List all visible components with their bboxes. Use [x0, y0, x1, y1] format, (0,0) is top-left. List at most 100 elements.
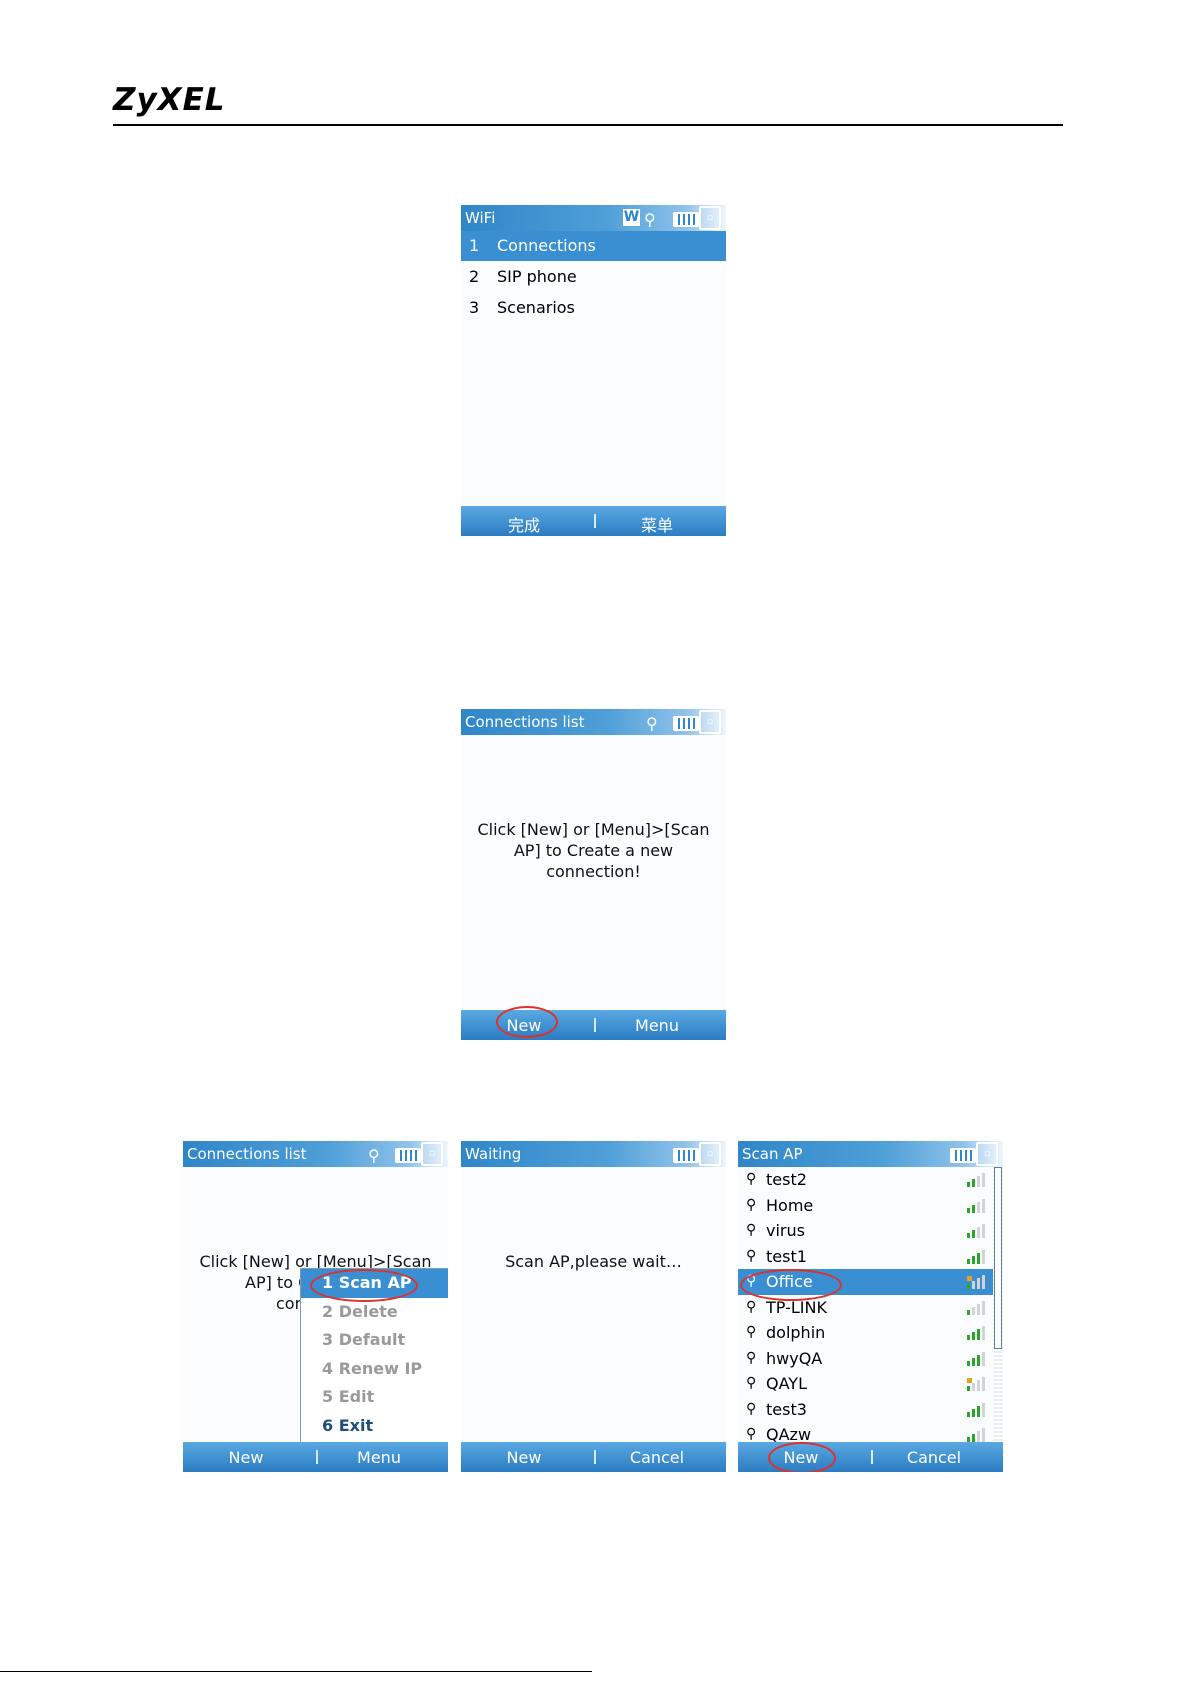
battery-icon [950, 1148, 976, 1163]
list-item[interactable]: ⚲ test1 [738, 1244, 993, 1270]
screen-title: Connections list [465, 713, 585, 731]
battery-icon [673, 1148, 699, 1163]
title-bar: Waiting ▫ [461, 1141, 726, 1167]
ap-name: dolphin [766, 1323, 826, 1342]
locked-signal-icon [967, 1275, 987, 1289]
screen-title: Connections list [187, 1145, 307, 1163]
softkey-menu[interactable]: 菜单 [640, 516, 673, 535]
softkey-bar: New Cancel [461, 1442, 726, 1472]
header-rule [113, 124, 1063, 126]
softkey-bar: 完成 菜单 [461, 506, 726, 536]
ap-network-icon: ⚲ [746, 1247, 757, 1264]
ap-network-icon: ⚲ [746, 1171, 757, 1187]
access-point-list: ⚲test2⚲Home⚲virus⚲test1⚲Office⚲TP-LINK⚲d… [738, 1167, 1003, 1442]
softkey-separator [315, 1450, 318, 1464]
ap-network-icon: ⚲ [746, 1298, 757, 1315]
battery-icon [395, 1148, 421, 1163]
menu-item-sip-phone[interactable]: 2 SIP phone [469, 267, 577, 286]
signal-strength-icon [967, 1173, 987, 1187]
screen-connections-list: Connections list ⚲ ▫ Click [New] or [Men… [461, 709, 726, 1040]
title-bar: Connections list ⚲ ▫ [461, 709, 726, 735]
sim-icon: ▫ [976, 1142, 998, 1166]
signal-strength-icon [967, 1402, 987, 1417]
highlight-ring-new [768, 1442, 836, 1472]
list-item[interactable]: ⚲TP-LINK [738, 1295, 993, 1321]
list-item[interactable]: ⚲ hwyQA [738, 1346, 993, 1372]
locked-signal-icon [967, 1377, 987, 1391]
antenna-icon: ⚲ [368, 1146, 380, 1165]
ap-name: test1 [766, 1246, 807, 1266]
softkey-separator [593, 514, 596, 528]
screen-scan-ap: Scan AP ▫ ⚲test2⚲Home⚲virus⚲test1⚲Office… [738, 1141, 1003, 1472]
ap-name: QAYL [766, 1374, 807, 1393]
list-item[interactable]: ⚲ dolphin [738, 1320, 993, 1346]
softkey-cancel[interactable]: Cancel [906, 1448, 962, 1467]
screen-title: Waiting [465, 1145, 522, 1163]
list-item[interactable]: ⚲ QAYL [738, 1371, 993, 1397]
ap-network-icon: ⚲ [746, 1196, 757, 1213]
softkey-bar: New Menu [183, 1442, 448, 1472]
signal-strength-icon [967, 1326, 987, 1340]
menu-item-delete: 2 Delete [322, 1301, 398, 1321]
menu-item-renew-ip: 4 Renew IP [322, 1358, 423, 1378]
highlight-ring-office [740, 1269, 842, 1301]
ap-name: test3 [766, 1399, 807, 1419]
ap-name: test2 [766, 1170, 807, 1189]
title-bar: Scan AP ▫ [738, 1141, 1003, 1167]
softkey-separator [593, 1018, 596, 1032]
ap-network-icon: ⚲ [746, 1426, 757, 1442]
zyxel-logo: ZyXEL [113, 82, 226, 118]
scrollbar-thumb[interactable] [994, 1167, 1002, 1349]
highlight-ring-new [496, 1006, 558, 1038]
wifi-w-icon: W [623, 209, 640, 226]
antenna-icon: ⚲ [646, 714, 658, 733]
ap-name: hwyQA [766, 1348, 823, 1368]
list-item[interactable]: ⚲ test2 [738, 1167, 993, 1193]
list-item[interactable]: ⚲ QAzw [738, 1422, 993, 1442]
ap-name: QAzw [766, 1425, 812, 1442]
screen-waiting: Waiting ▫ Scan AP,please wait… New Cance… [461, 1141, 726, 1472]
list-item[interactable]: ⚲virus [738, 1218, 993, 1244]
softkey-separator [870, 1450, 873, 1464]
highlight-ring-scan-ap [310, 1269, 418, 1302]
list-item[interactable]: ⚲ test3 [738, 1397, 993, 1423]
softkey-menu[interactable]: Menu [635, 1016, 679, 1035]
ap-network-icon: ⚲ [746, 1222, 757, 1238]
softkey-cancel[interactable]: Cancel [629, 1448, 685, 1467]
signal-strength-icon [967, 1198, 987, 1213]
sim-icon: ▫ [421, 1142, 443, 1166]
sim-icon: ▫ [699, 1142, 721, 1166]
softkey-menu[interactable]: Menu [357, 1448, 401, 1467]
signal-strength-icon [967, 1224, 987, 1238]
softkey-separator [593, 1450, 596, 1464]
footer-rule [0, 1671, 592, 1672]
screen-title: Scan AP [742, 1145, 803, 1163]
screen-wifi-menu: WiFi W ⚲ ▫ 1 Connections 2 SIP phone 3 S… [461, 205, 726, 536]
signal-strength-icon [967, 1351, 987, 1366]
ap-network-icon: ⚲ [746, 1349, 757, 1366]
signal-strength-icon [967, 1249, 987, 1264]
ap-network-icon: ⚲ [746, 1375, 757, 1391]
ap-network-icon: ⚲ [746, 1400, 757, 1417]
signal-strength-icon [967, 1428, 987, 1442]
battery-icon [673, 716, 699, 731]
softkey-new[interactable]: New [506, 1448, 542, 1467]
menu-item-default: 3 Default [322, 1330, 406, 1349]
battery-icon [673, 212, 699, 227]
softkey-new[interactable]: New [228, 1448, 264, 1467]
sim-icon: ▫ [699, 710, 721, 734]
menu-item-exit[interactable]: 6 Exit [322, 1415, 374, 1435]
list-item[interactable]: ⚲Home [738, 1193, 993, 1219]
scrollbar[interactable] [993, 1167, 1003, 1442]
sim-icon: ▫ [699, 206, 721, 230]
waiting-message: Scan AP,please wait… [505, 1252, 682, 1271]
menu-item-connections[interactable]: 1 Connections [461, 231, 726, 261]
title-bar: Connections list ⚲ ▫ [183, 1141, 448, 1167]
menu-item-scenarios[interactable]: 3 Scenarios [469, 298, 575, 317]
signal-strength-icon [967, 1300, 987, 1315]
ap-network-icon: ⚲ [746, 1324, 757, 1340]
softkey-done[interactable]: 完成 [507, 516, 540, 535]
screen-title: WiFi [465, 209, 496, 227]
empty-message: Click [New] or [Menu]>[Scan AP] to Creat… [477, 820, 710, 881]
antenna-icon: ⚲ [644, 210, 656, 229]
